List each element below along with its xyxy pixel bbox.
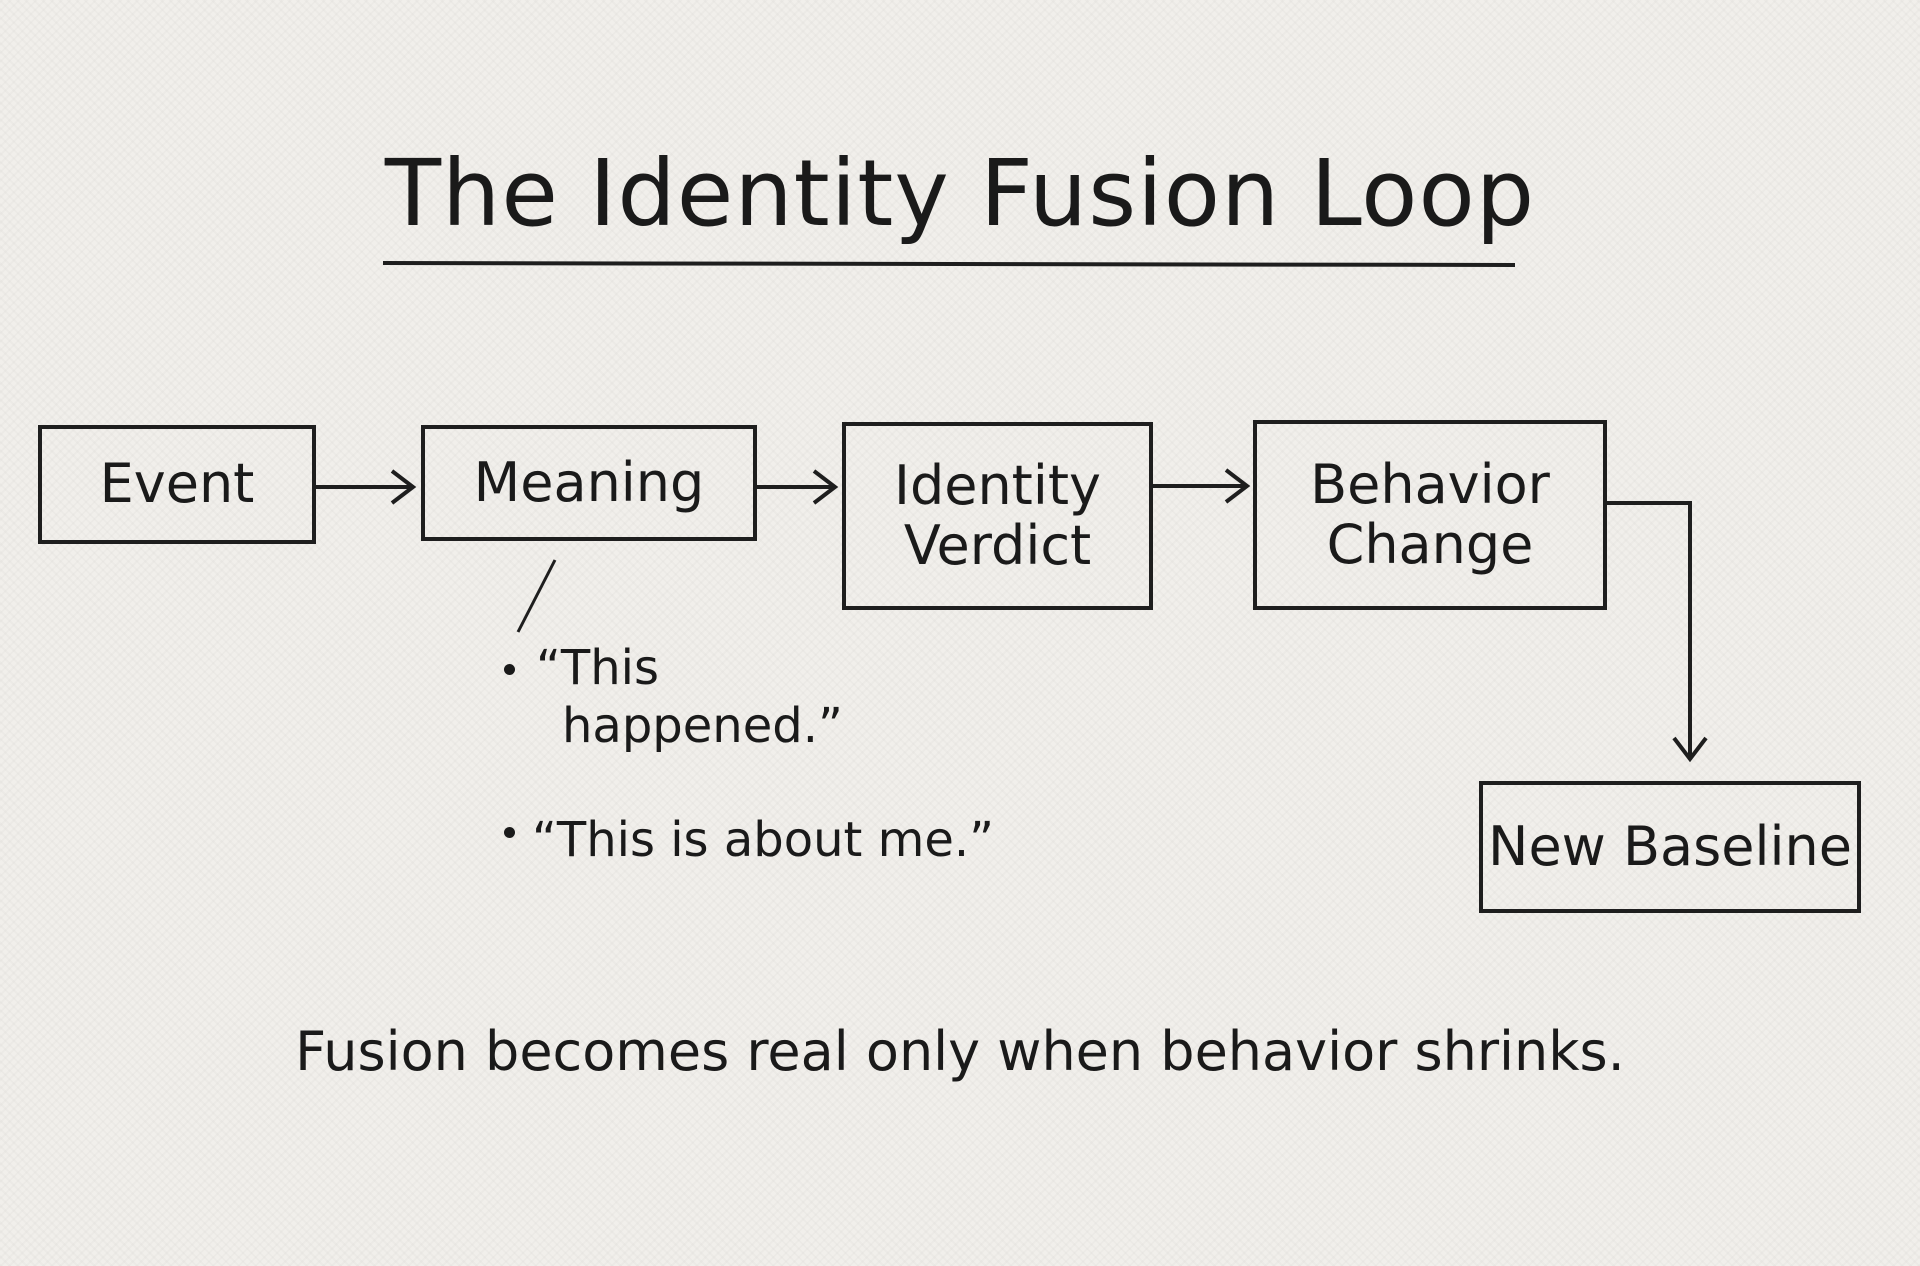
node-label: New Baseline — [1488, 814, 1852, 878]
node-label-line1: Identity — [894, 453, 1101, 517]
meaning-note-1: “This happened.” — [536, 640, 843, 755]
bullet-icon — [504, 827, 515, 838]
note-line1: “This — [536, 640, 659, 696]
note-line2: happened.” — [562, 697, 843, 754]
node-meaning: Meaning — [421, 425, 757, 541]
arrow-identity-verdict-to-behavior-change — [1153, 468, 1251, 504]
bullet-icon — [504, 664, 515, 675]
node-identity-verdict: Identity Verdict — [842, 422, 1153, 610]
node-label-line2: Change — [1326, 513, 1534, 576]
node-behavior-change: Behavior Change — [1253, 420, 1607, 610]
node-label-line1: Behavior — [1310, 452, 1550, 516]
footer-caption: Fusion becomes real only when behavior s… — [295, 1020, 1625, 1083]
meaning-note-connector — [516, 559, 557, 633]
node-new-baseline: New Baseline — [1479, 781, 1861, 913]
diagram-title: The Identity Fusion Loop — [384, 140, 1536, 247]
title-underline — [382, 261, 1516, 267]
note-line1: “This is about me.” — [532, 812, 994, 868]
node-label: Event — [99, 452, 255, 516]
meaning-note-2: “This is about me.” — [532, 812, 994, 870]
arrow-behavior-change-to-new-baseline — [1607, 501, 1708, 763]
arrow-event-to-meaning — [316, 469, 417, 505]
node-label-line2: Verdict — [903, 514, 1092, 577]
node-event: Event — [38, 425, 316, 544]
arrow-meaning-to-identity-verdict — [757, 469, 839, 505]
node-label: Meaning — [473, 450, 705, 514]
